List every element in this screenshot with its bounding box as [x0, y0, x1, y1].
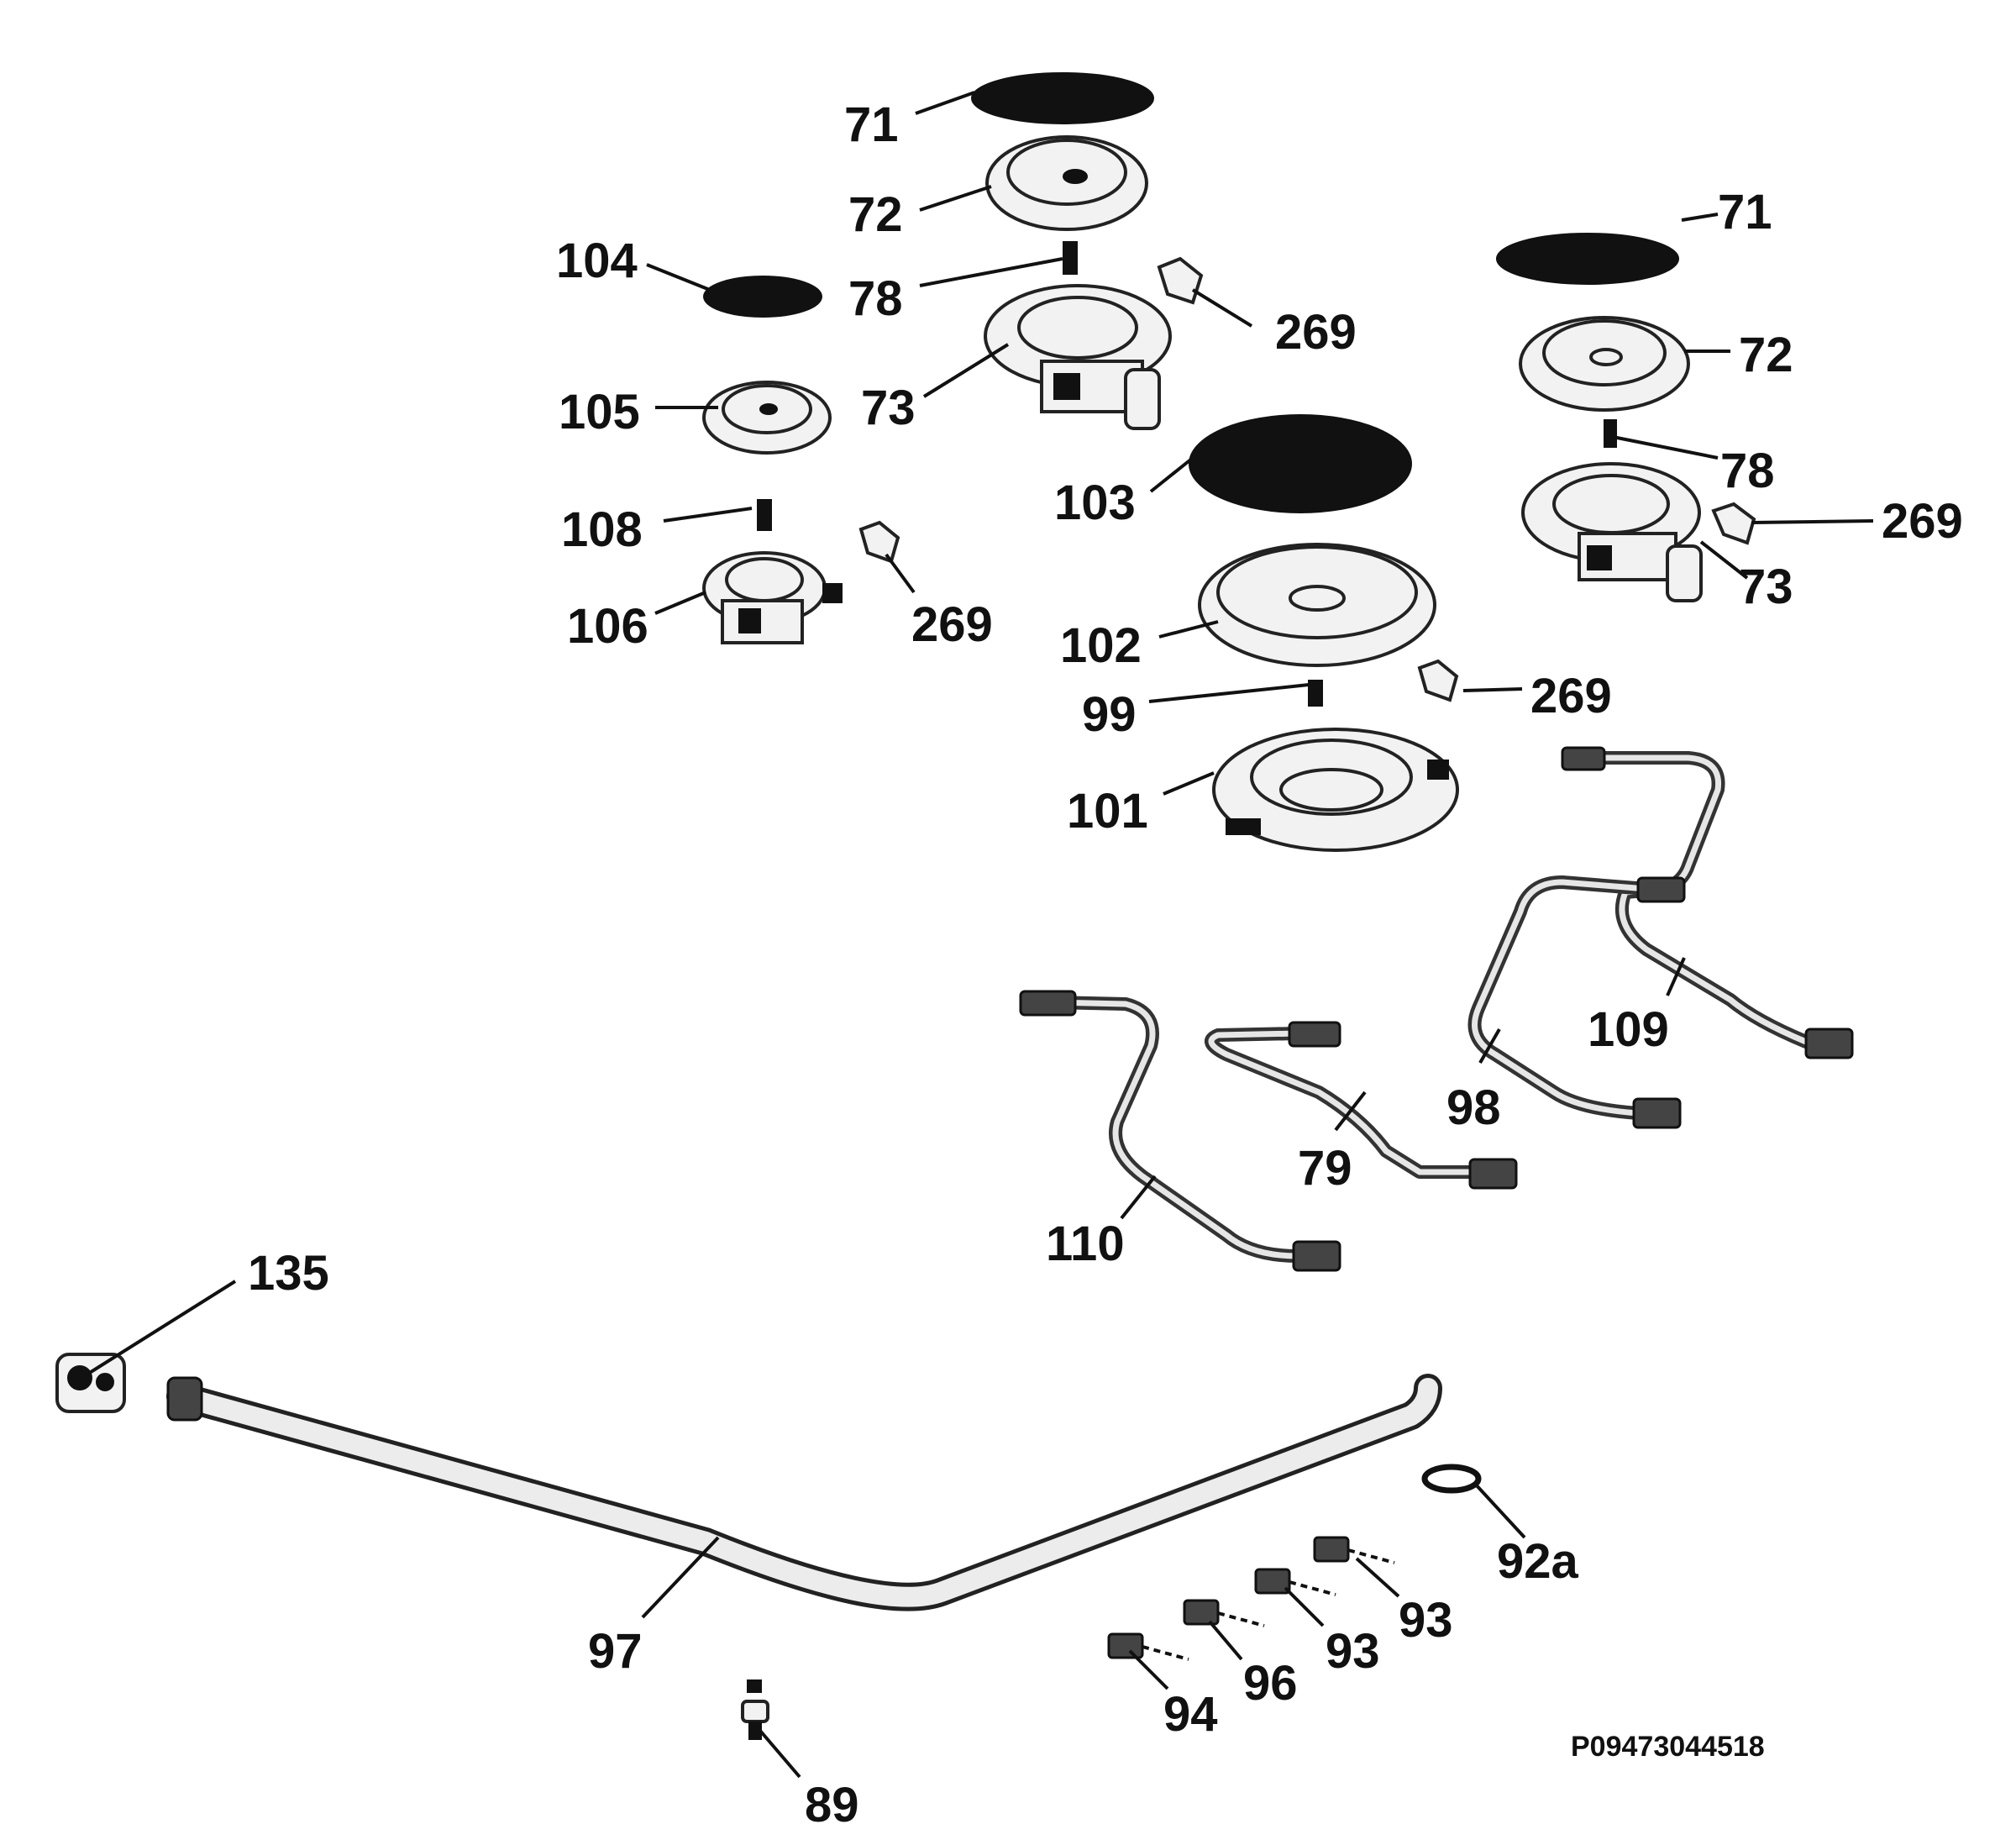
burner-head-102	[1198, 543, 1436, 667]
callout-269-right: 269	[1882, 494, 1963, 549]
burner-body-106	[702, 551, 843, 644]
burner-cap-71-top	[971, 72, 1154, 124]
callout-102: 102	[1060, 618, 1142, 673]
burner-body-101	[1212, 728, 1459, 852]
callout-103: 103	[1054, 476, 1136, 530]
callout-93-lower: 93	[1326, 1624, 1380, 1679]
callout-73-top: 73	[861, 381, 916, 435]
callout-96: 96	[1243, 1656, 1298, 1711]
callout-72-right: 72	[1739, 328, 1793, 382]
injector-108	[757, 499, 772, 531]
thermocouple-clip-269-center	[1417, 659, 1459, 702]
nozzle-89	[741, 1679, 769, 1740]
callout-71-right: 71	[1718, 185, 1772, 239]
burner-body-73-top	[984, 284, 1172, 430]
diagram-code: P09473044518	[1571, 1731, 1765, 1763]
callout-269-center: 269	[1530, 669, 1612, 723]
burner-cap-103	[1189, 414, 1412, 513]
callout-109: 109	[1588, 1002, 1669, 1057]
leader-lines	[87, 91, 1874, 1779]
callout-93-upper: 93	[1399, 1593, 1453, 1648]
gas-tap-93-upper	[1313, 1536, 1395, 1564]
callout-269-left: 269	[911, 597, 993, 652]
callout-89: 89	[805, 1778, 859, 1832]
seal-ring-92a	[1421, 1464, 1482, 1494]
callout-94: 94	[1163, 1687, 1218, 1742]
gas-pipe-110	[1019, 990, 1341, 1272]
callout-269-top: 269	[1275, 305, 1357, 360]
burner-head-105	[702, 381, 832, 455]
callout-71-top: 71	[844, 97, 899, 152]
injector-78-right	[1604, 419, 1617, 448]
callout-97: 97	[588, 1624, 643, 1679]
injector-78-top	[1063, 241, 1078, 275]
callout-78-right: 78	[1720, 444, 1775, 498]
thermocouple-clip-269-right	[1711, 502, 1756, 545]
gas-pipe-79	[1205, 1021, 1518, 1190]
callout-98: 98	[1446, 1080, 1501, 1135]
burner-cap-104	[703, 276, 822, 318]
injector-99	[1308, 680, 1323, 707]
callout-135: 135	[248, 1246, 329, 1301]
burner-head-72-right	[1519, 316, 1690, 412]
callout-101: 101	[1067, 784, 1148, 838]
gas-manifold-97	[166, 1374, 1442, 1611]
callout-110: 110	[1046, 1217, 1125, 1271]
callout-78-top: 78	[848, 271, 903, 326]
burner-cap-71-right	[1496, 233, 1679, 285]
callout-79: 79	[1298, 1141, 1352, 1196]
thermocouple-clip-269-top	[1157, 256, 1204, 305]
gas-pipe-98	[1467, 875, 1686, 1129]
callout-92a: 92a	[1497, 1534, 1579, 1589]
gas-tap-96	[1183, 1599, 1265, 1627]
callout-105: 105	[559, 385, 640, 439]
end-fitting-135	[55, 1353, 126, 1413]
callout-106: 106	[567, 599, 648, 654]
callout-73-right: 73	[1739, 560, 1793, 614]
callout-72-top: 72	[848, 187, 903, 242]
callout-104: 104	[556, 234, 638, 288]
callout-108: 108	[561, 502, 643, 557]
burner-body-73-right	[1521, 462, 1703, 602]
thermocouple-clip-269-left	[858, 520, 900, 564]
callout-99: 99	[1082, 687, 1137, 742]
gas-tap-93-lower	[1254, 1568, 1336, 1596]
burner-head-72-top	[985, 135, 1148, 231]
gas-tap-94	[1107, 1632, 1189, 1661]
